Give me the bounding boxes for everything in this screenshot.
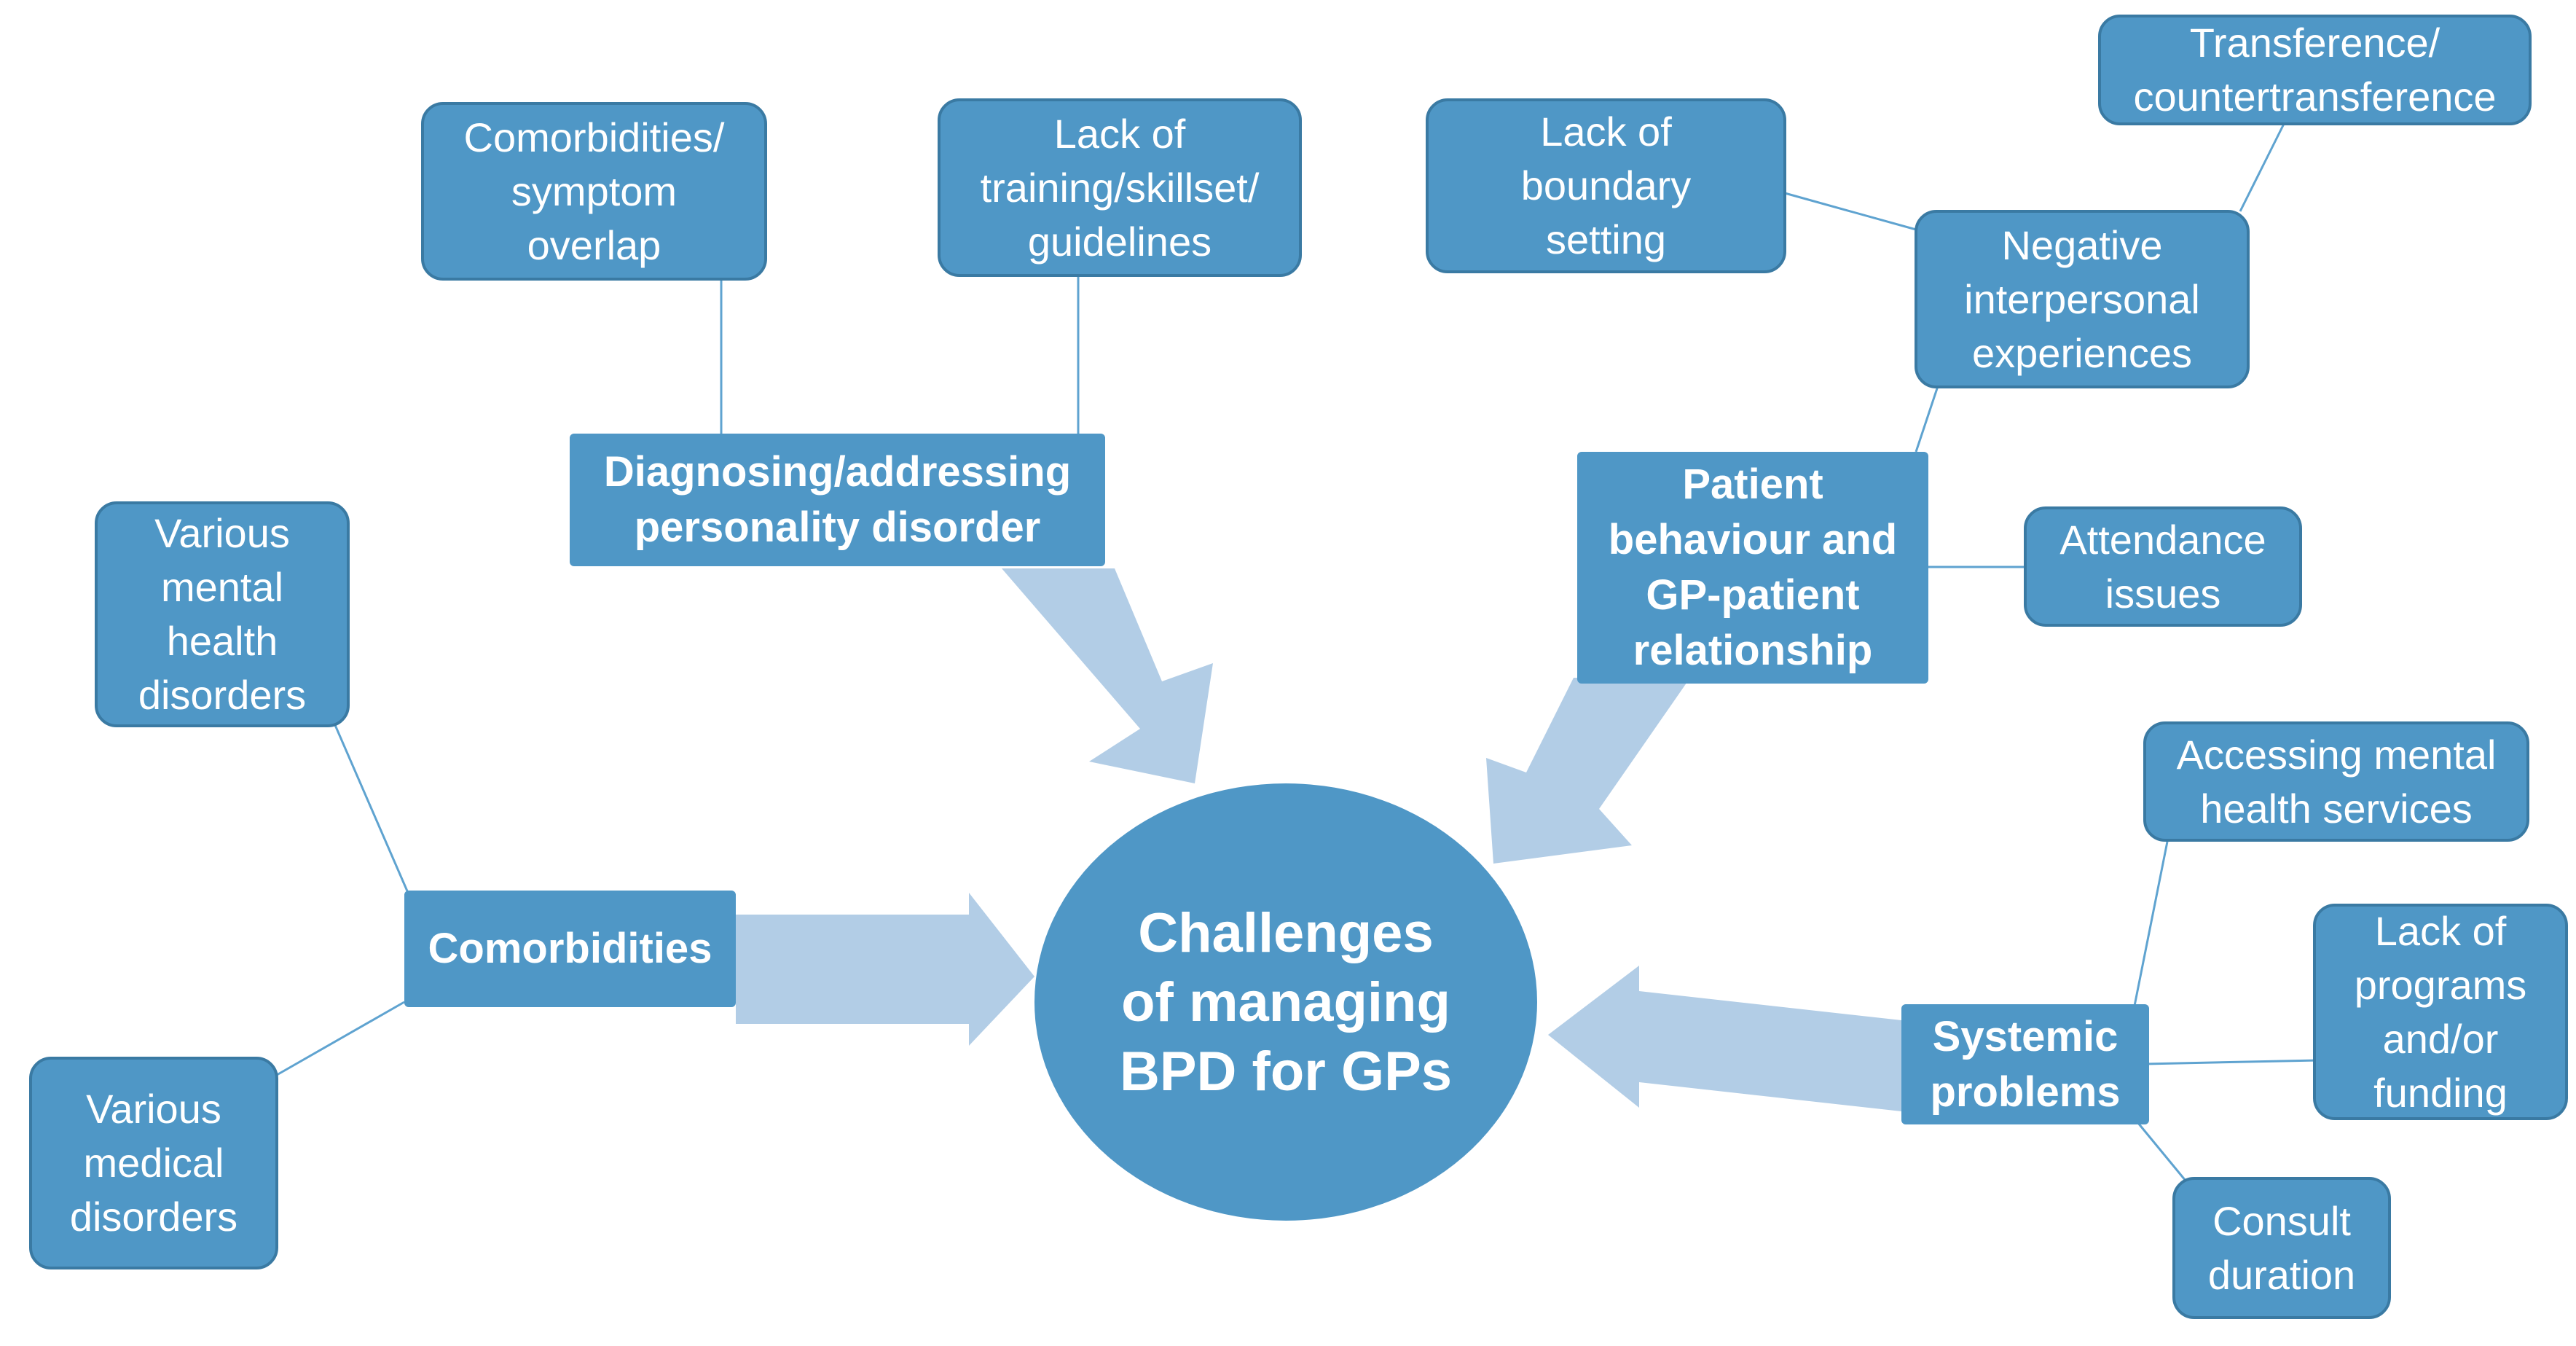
leaf-comorbidities-symptom-overlap: Comorbidities/ symptom overlap: [421, 102, 767, 281]
arrow-systemic-to-center: [1548, 966, 1901, 1111]
arrow-patient-to-center: [1486, 678, 1690, 864]
leaf-consult-duration: Consult duration: [2172, 1177, 2391, 1319]
link-systemic-consult: [2133, 1118, 2187, 1181]
link-systemic-accessing: [2133, 841, 2169, 1006]
category-diagnosing-personality-disorder: Diagnosing/addressing personality disord…: [570, 434, 1105, 566]
arrow-comorbidities-to-center: [736, 893, 1034, 1046]
leaf-attendance-issues: Attendance issues: [2024, 506, 2302, 627]
link-systemic-programs: [2145, 1059, 2317, 1065]
leaf-lack-of-training: Lack of training/skillset/ guidelines: [938, 98, 1302, 277]
leaf-transference: Transference/ countertransference: [2098, 15, 2532, 125]
leaf-lack-of-programs: Lack of programs and/or funding: [2313, 904, 2568, 1120]
link-mental-comorbidities: [334, 724, 409, 893]
category-systemic-problems: Systemic problems: [1901, 1004, 2149, 1124]
category-patient-behaviour: Patient behaviour and GP-patient relatio…: [1577, 452, 1928, 684]
arrow-diagnosing-to-center: [1002, 568, 1213, 783]
link-transference-negative: [2239, 123, 2285, 212]
category-comorbidities: Comorbidities: [404, 891, 736, 1007]
leaf-various-medical: Various medical disorders: [29, 1057, 278, 1269]
center-topic: Challenges of managing BPD for GPs: [1034, 783, 1537, 1221]
leaf-accessing-mental-health-services: Accessing mental health services: [2143, 721, 2529, 842]
leaf-various-mental-health: Various mental health disorders: [95, 501, 350, 727]
leaf-lack-of-boundary-setting: Lack of boundary setting: [1426, 98, 1786, 273]
link-medical-comorbidities: [276, 1001, 405, 1076]
link-boundary-negative: [1784, 192, 1917, 231]
leaf-negative-interpersonal: Negative interpersonal experiences: [1915, 210, 2250, 388]
link-negative-patient: [1915, 386, 1939, 453]
